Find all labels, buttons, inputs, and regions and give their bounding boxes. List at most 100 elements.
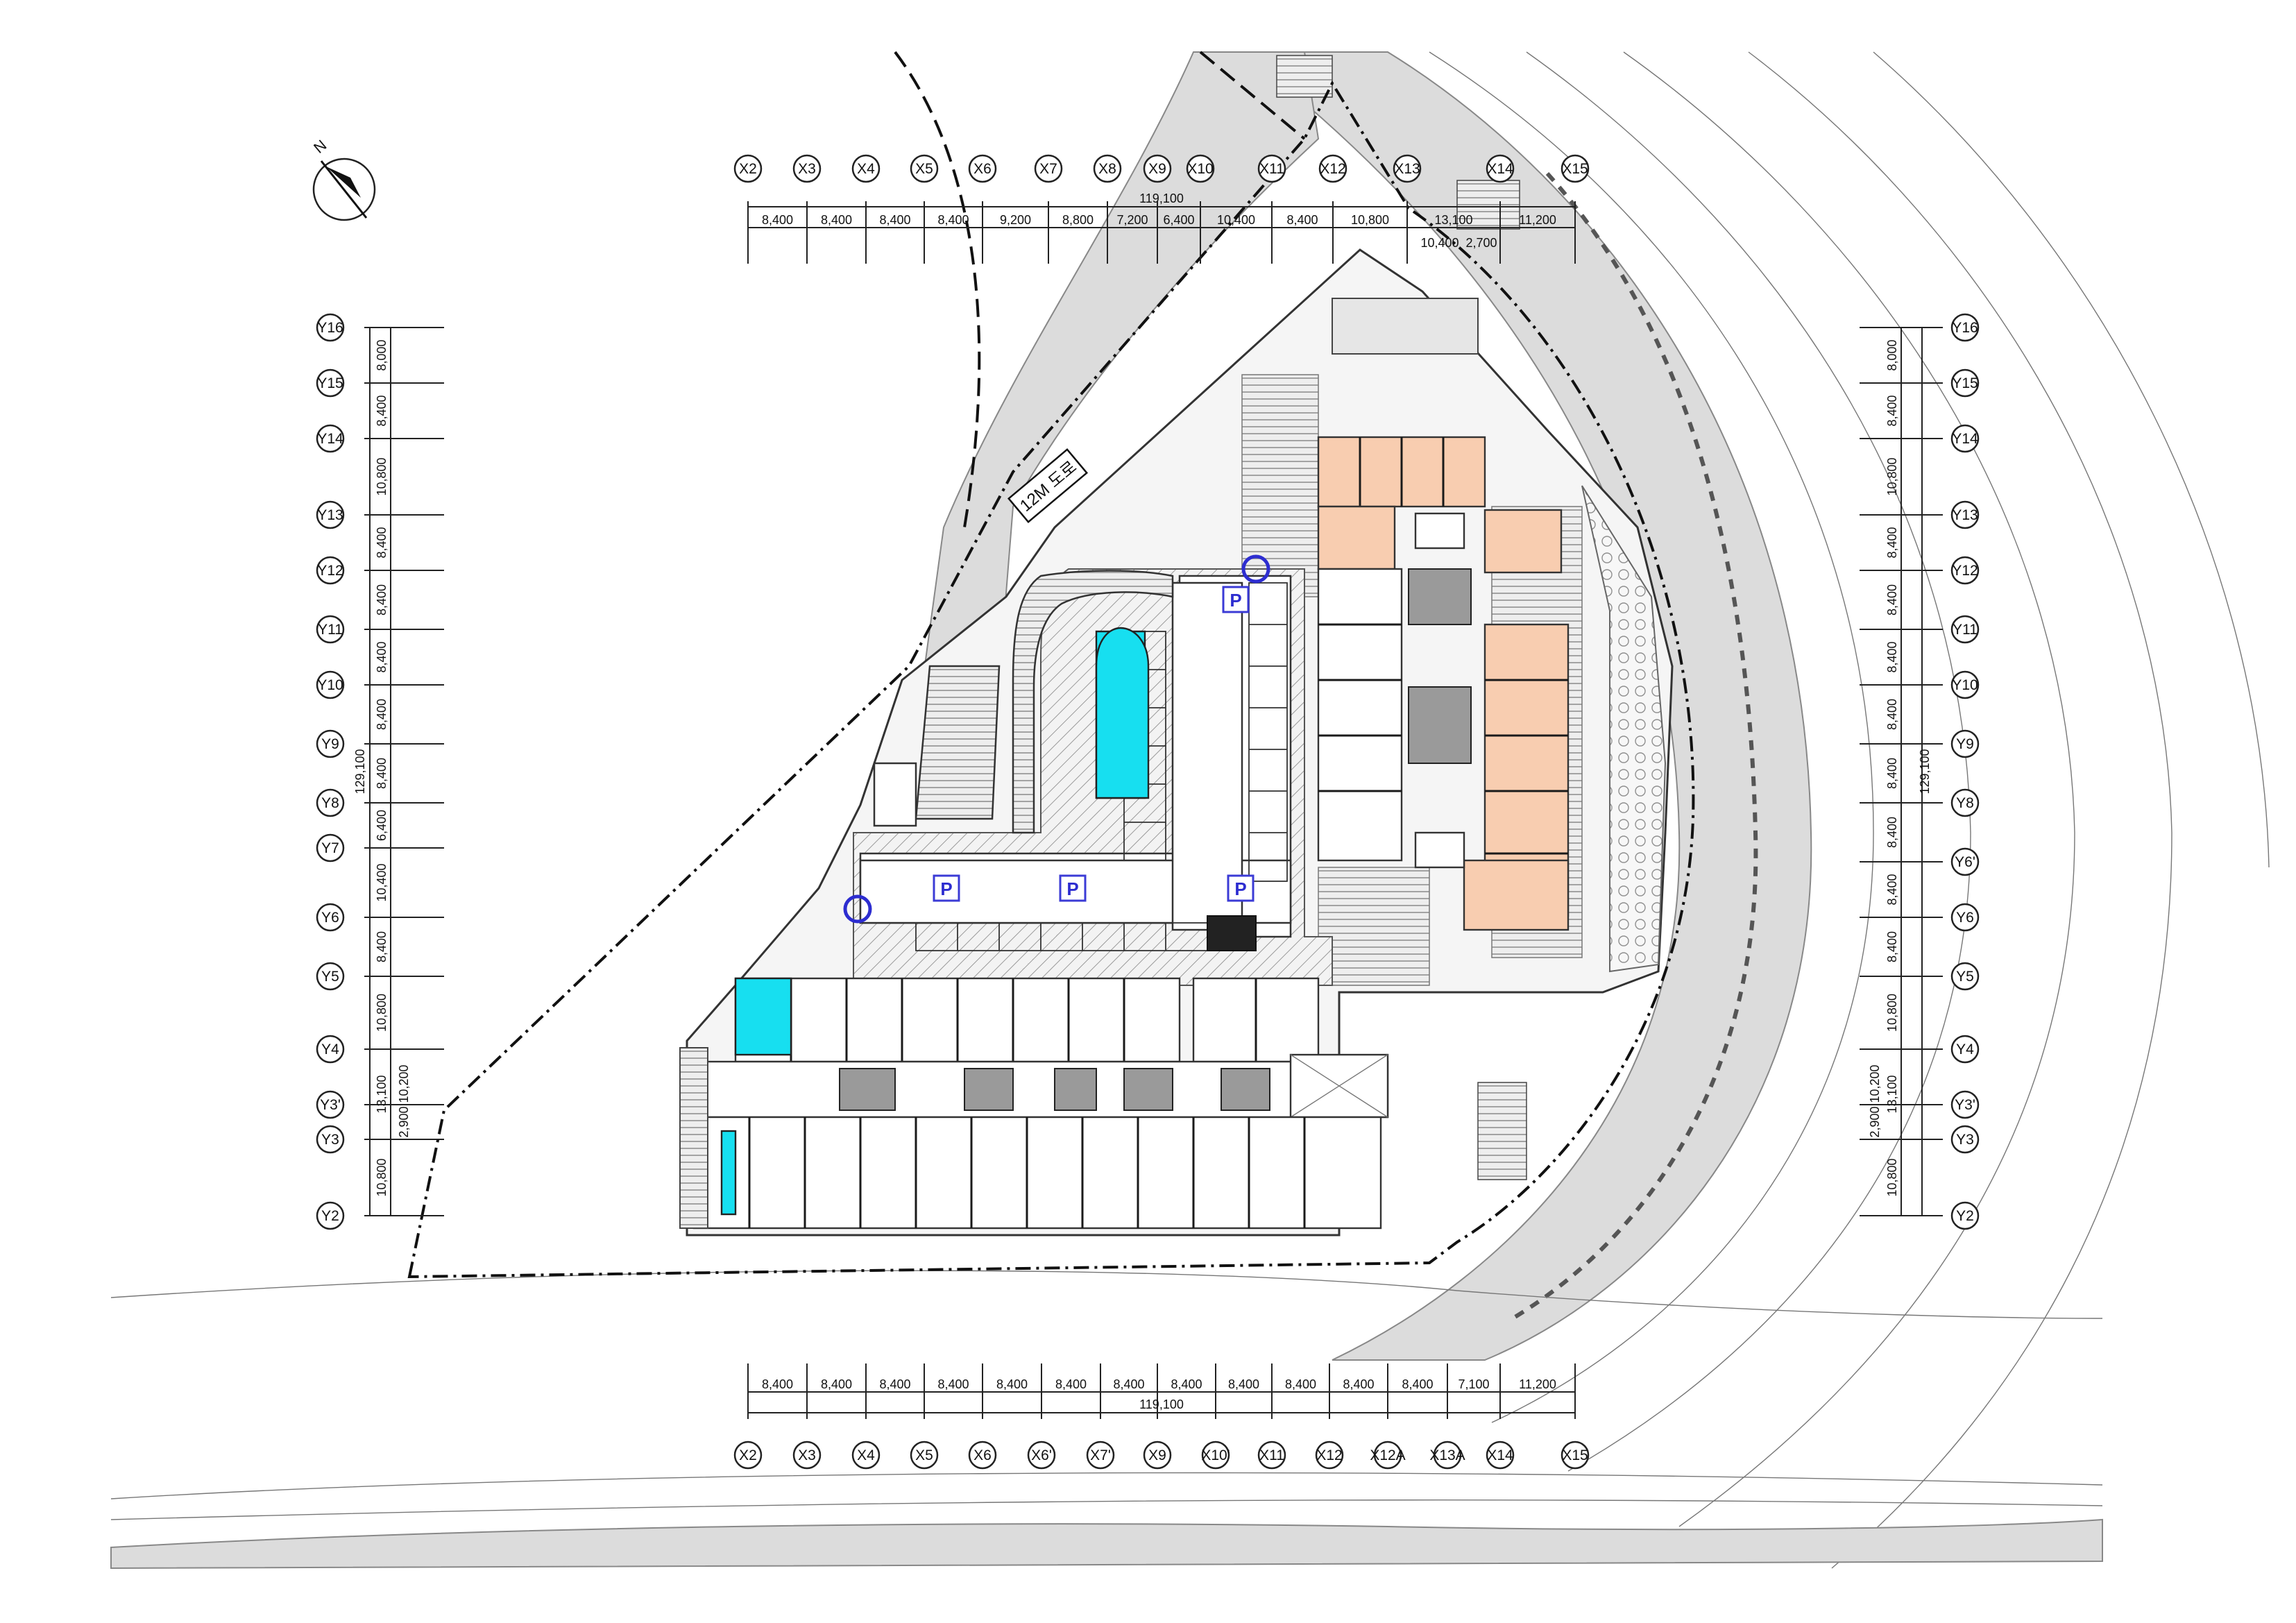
dimension-label: 8,400 xyxy=(1285,1377,1316,1391)
dimension-label: 8,000 xyxy=(1885,339,1899,371)
grid-label: Y9 xyxy=(321,736,339,752)
grid-label: Y13 xyxy=(317,507,343,523)
dimension-label: 13,100 xyxy=(1885,1075,1899,1113)
grid-bubble xyxy=(1950,368,1980,398)
grid-label: X8 xyxy=(1098,161,1116,177)
grid-label: Y10 xyxy=(317,677,343,693)
grid-label: Y5 xyxy=(321,969,339,985)
dimension-label: 8,400 xyxy=(375,641,389,672)
grid-label: Y14 xyxy=(317,431,343,447)
dimension-label: 8,400 xyxy=(375,758,389,789)
grid-bubble xyxy=(1143,1441,1172,1470)
grid-bubble xyxy=(316,615,345,644)
dimension-label: 10,400 xyxy=(1217,213,1255,227)
grid-label: Y15 xyxy=(1952,375,1978,391)
grid-label: Y9 xyxy=(1956,736,1974,752)
dimension-label: 11,200 xyxy=(1519,1377,1556,1391)
grid-label: X14 xyxy=(1487,161,1513,177)
dimension-label: 8,400 xyxy=(762,1377,793,1391)
dimension-label: 11,200 xyxy=(1519,213,1556,227)
dimension-label: 10,800 xyxy=(1351,213,1389,227)
grid-bubble xyxy=(1950,1125,1980,1154)
dimension-label: 10,400 xyxy=(375,863,389,901)
grid-bubble xyxy=(1315,1441,1344,1470)
dimension-label: 2,900 xyxy=(1868,1106,1882,1137)
grid-bubble xyxy=(733,1441,763,1470)
dimension-label: 10,800 xyxy=(375,994,389,1032)
dimension-label: 8,400 xyxy=(821,213,852,227)
grid-label: Y13 xyxy=(1952,507,1978,523)
grid-bubble xyxy=(1950,729,1980,758)
dimension-label: 10,200 xyxy=(397,1064,411,1103)
grid-label: X6' xyxy=(1031,1447,1052,1463)
grid-bubble xyxy=(1950,615,1980,644)
grid-bubble xyxy=(1561,154,1590,183)
dimension-label: 10,400 xyxy=(1420,236,1459,250)
grid-bubble xyxy=(910,154,939,183)
grid-label: Y6' xyxy=(1955,854,1975,870)
dimension-label: 13,100 xyxy=(1434,213,1472,227)
dimension-label: 7,200 xyxy=(1116,213,1148,227)
grid-bubble xyxy=(1950,313,1980,342)
grid-bubble xyxy=(316,1201,345,1230)
grid-label: X2 xyxy=(739,1447,757,1463)
grid-bubble xyxy=(733,154,763,183)
grid-bubble xyxy=(1950,500,1980,529)
south-road xyxy=(110,1518,2103,1570)
grid-bubble xyxy=(1950,1035,1980,1064)
grid-bubble xyxy=(316,368,345,398)
grid-bubble xyxy=(1433,1441,1462,1470)
grid-bubble xyxy=(1186,154,1215,183)
grid-right: Y16Y15Y14Y13Y12Y11Y10Y9Y8Y6'Y6Y5Y4Y3'Y3Y… xyxy=(1860,313,1980,1230)
grid-bubble xyxy=(1143,154,1172,183)
dimension-label: 8,400 xyxy=(375,395,389,426)
dimension-label: 8,400 xyxy=(1343,1377,1374,1391)
dimension-label: 8,400 xyxy=(375,527,389,558)
east-tower xyxy=(1317,436,1570,931)
dimension-label: 8,400 xyxy=(375,584,389,615)
grid-bubble xyxy=(316,833,345,863)
dimension-label: 8,400 xyxy=(1885,395,1899,426)
grid-label: Y16 xyxy=(1952,320,1978,336)
grid-label: X14 xyxy=(1487,1447,1513,1463)
dimension-label: 13,100 xyxy=(375,1075,389,1113)
grid-label: X10 xyxy=(1187,161,1213,177)
dimension-label: 6,400 xyxy=(1163,213,1194,227)
dimension-label: 8,400 xyxy=(1885,699,1899,730)
grid-bubble xyxy=(1950,556,1980,585)
dimension-label: 2,900 xyxy=(397,1106,411,1137)
dimension-label: 8,800 xyxy=(1062,213,1094,227)
grid-left: Y16Y15Y14Y13Y12Y11Y10Y9Y8Y7Y6Y5Y4Y3'Y3Y2… xyxy=(316,313,444,1230)
dimension-label: 119,100 xyxy=(1139,1397,1184,1411)
dimension-label: 8,400 xyxy=(821,1377,852,1391)
grid-label: Y3 xyxy=(1956,1132,1974,1148)
dimension-label: 8,400 xyxy=(1171,1377,1202,1391)
north-arrow: N xyxy=(310,136,376,221)
grid-bubble xyxy=(1257,1441,1286,1470)
grid-bubble xyxy=(968,1441,997,1470)
dimension-label: 119,100 xyxy=(1139,192,1184,205)
grid-label: X11 xyxy=(1259,161,1284,177)
grid-label: Y11 xyxy=(1953,622,1978,638)
grid-bubble xyxy=(792,1441,822,1470)
grid-label: X7' xyxy=(1090,1447,1111,1463)
dimension-label: 8,400 xyxy=(1885,758,1899,789)
grid-label: X15 xyxy=(1562,161,1588,177)
dimension-label: 8,400 xyxy=(996,1377,1028,1391)
grid-label: X5 xyxy=(915,161,933,177)
grid-label: Y4 xyxy=(321,1042,339,1057)
dimension-label: 9,200 xyxy=(1000,213,1031,227)
grid-bubble xyxy=(316,556,345,585)
grid-label: Y16 xyxy=(317,320,343,336)
grid-label: X6 xyxy=(973,1447,992,1463)
grid-bubble xyxy=(1950,424,1980,453)
grid-label: X6 xyxy=(973,161,992,177)
grid-label: Y2 xyxy=(321,1208,339,1224)
grid-label: X2 xyxy=(739,161,757,177)
grid-label: Y4 xyxy=(1956,1042,1974,1057)
swimming-pool-basin xyxy=(1095,627,1150,799)
grid-bubble xyxy=(851,154,881,183)
grid-label: X9 xyxy=(1148,1447,1166,1463)
grid-label: X7 xyxy=(1039,161,1057,177)
